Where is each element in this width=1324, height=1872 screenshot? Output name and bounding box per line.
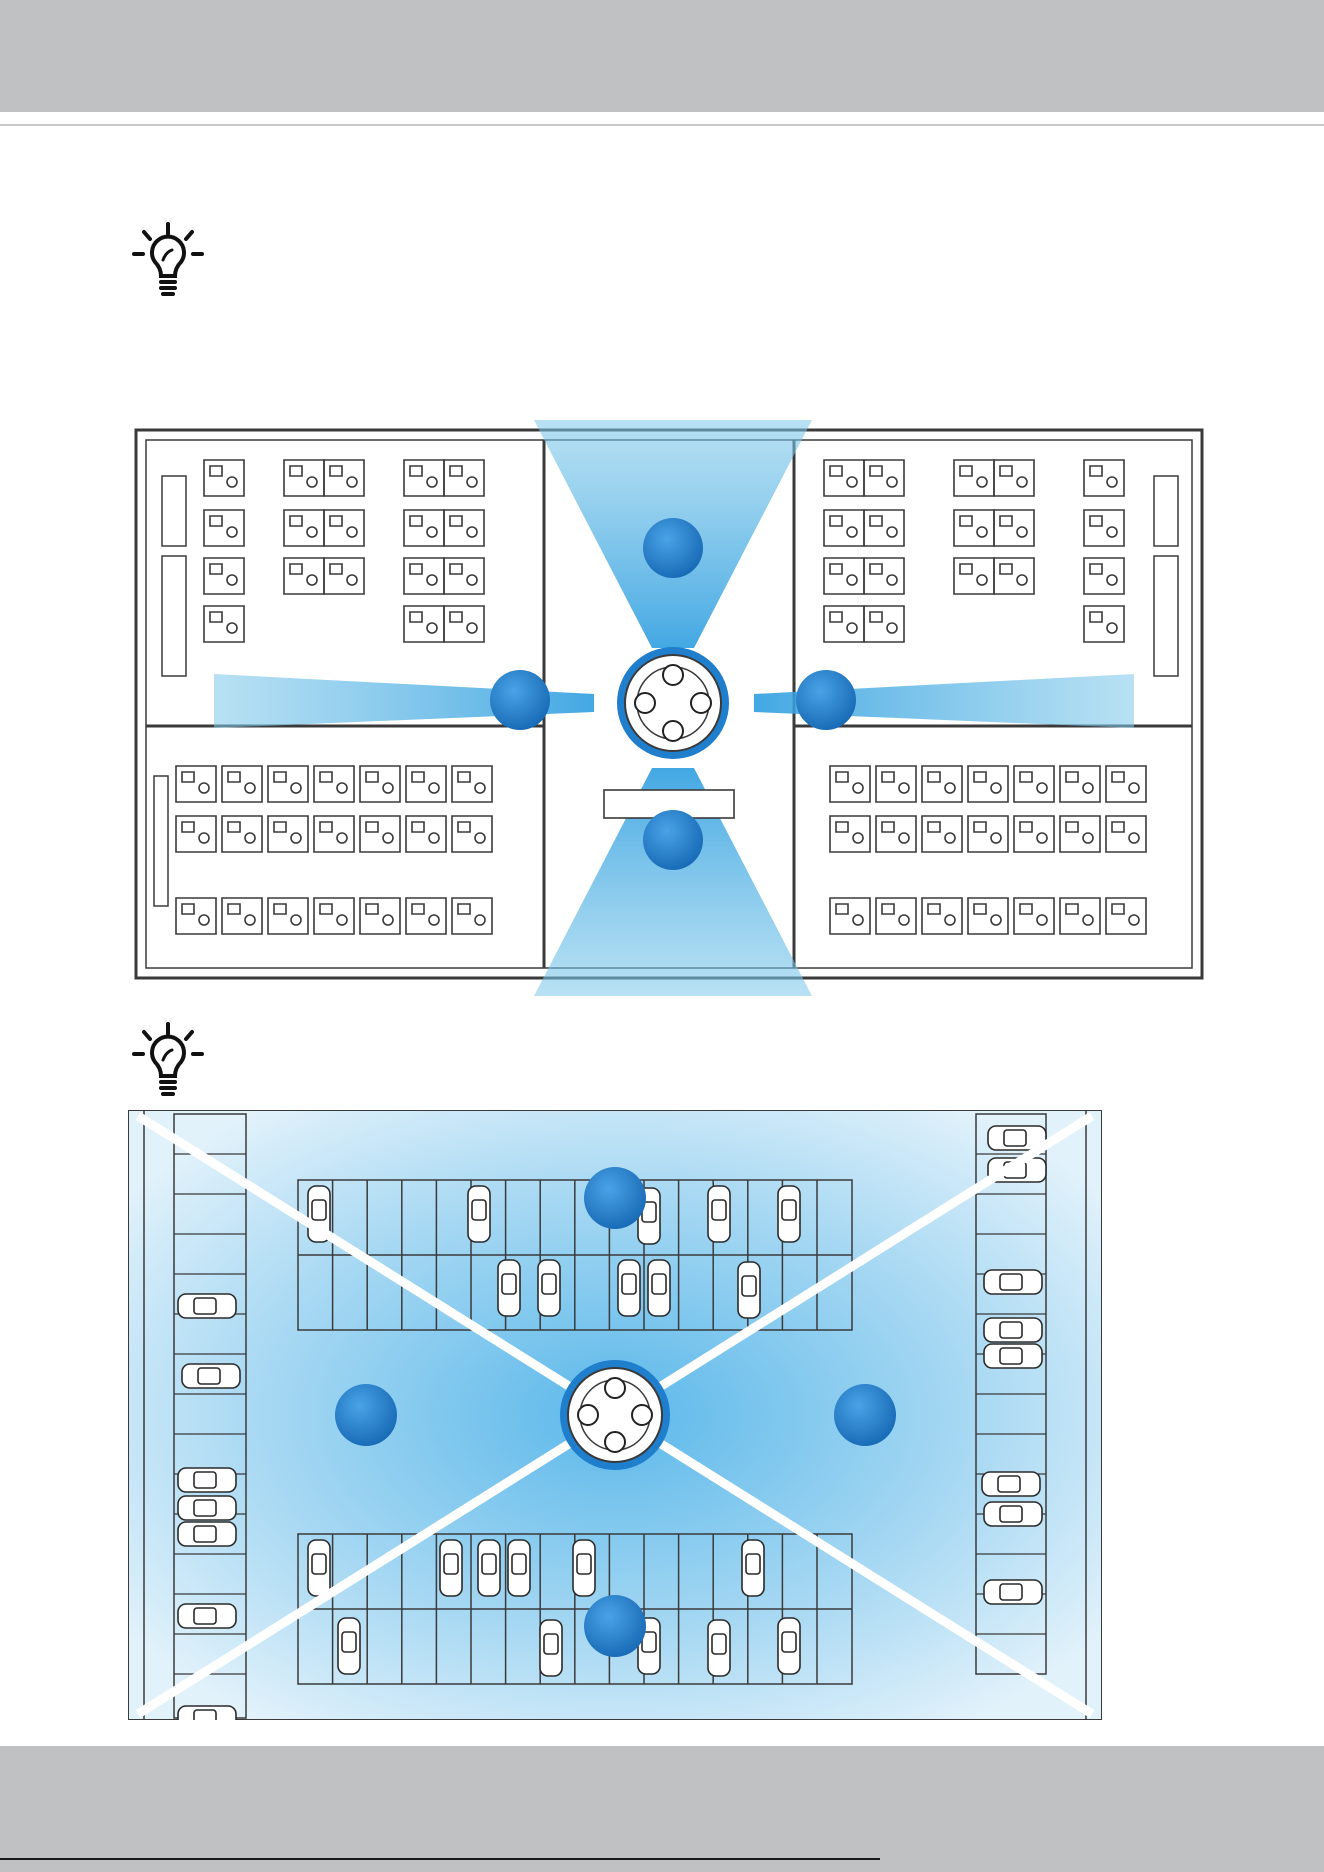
- parking-lot-diagram: [128, 1110, 1102, 1720]
- office-floor-plan-diagram: [134, 416, 1204, 1000]
- camera-south-dot: [584, 1595, 646, 1657]
- camera-north-dot: [643, 518, 703, 578]
- camera-west-dot: [490, 670, 550, 730]
- footer-band: [0, 1746, 1324, 1872]
- camera-north-dot: [584, 1167, 646, 1229]
- fisheye-camera-center: [560, 1360, 670, 1470]
- camera-east-dot: [834, 1384, 896, 1446]
- camera-west-dot: [335, 1384, 397, 1446]
- lightbulb-icon: [130, 222, 206, 304]
- camera-south-dot: [643, 810, 703, 870]
- lightbulb-icon: [130, 1022, 206, 1104]
- camera-east-dot: [796, 670, 856, 730]
- header-rule: [0, 124, 1324, 126]
- footer-rule: [0, 1858, 880, 1860]
- fisheye-camera-center: [617, 647, 729, 759]
- header-band: [0, 0, 1324, 112]
